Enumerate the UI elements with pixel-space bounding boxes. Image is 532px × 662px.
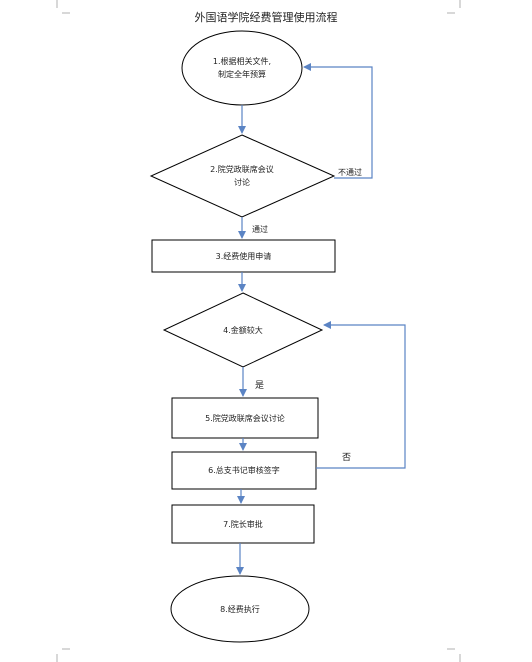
node-6-rect	[171, 451, 317, 490]
corner-marks	[56, 0, 461, 662]
node-1-text: 1.根据相关文件, 制定全年预算	[182, 55, 302, 81]
node-3-rect	[151, 239, 336, 273]
node-5-text: 5.院党政联席会议讨论	[205, 414, 285, 423]
node-6-text: 6.总支书记审核签字	[208, 466, 280, 475]
node-3-text: 3.经费使用申请	[215, 252, 272, 261]
node-7-rect	[171, 504, 315, 544]
node-5-rect	[171, 397, 319, 439]
node-2-line1: 2.院党政联席会议	[210, 165, 274, 174]
node-2-line2: 讨论	[234, 178, 250, 187]
node-7-text: 7.院长审批	[223, 520, 263, 529]
arrow-2-reject-loop	[303, 63, 373, 179]
node-1-line2: 制定全年预算	[218, 70, 266, 79]
connectors	[236, 63, 406, 575]
node-4-text: 4.金额较大	[223, 326, 263, 335]
arrow-6-no-loop	[316, 321, 406, 469]
node-8-ellipse	[170, 575, 310, 643]
edge-label-reject: 不通过	[338, 168, 362, 177]
edge-label-pass: 通过	[252, 225, 268, 234]
node-1-line1: 1.根据相关文件,	[212, 57, 272, 66]
edge-label-yes: 是	[255, 381, 265, 391]
node-2-text: 2.院党政联席会议 讨论	[192, 163, 292, 189]
page-title: 外国语学院经费管理使用流程	[194, 11, 338, 24]
edge-label-no: 否	[342, 453, 352, 463]
node-8-text: 8.经费执行	[220, 605, 260, 614]
